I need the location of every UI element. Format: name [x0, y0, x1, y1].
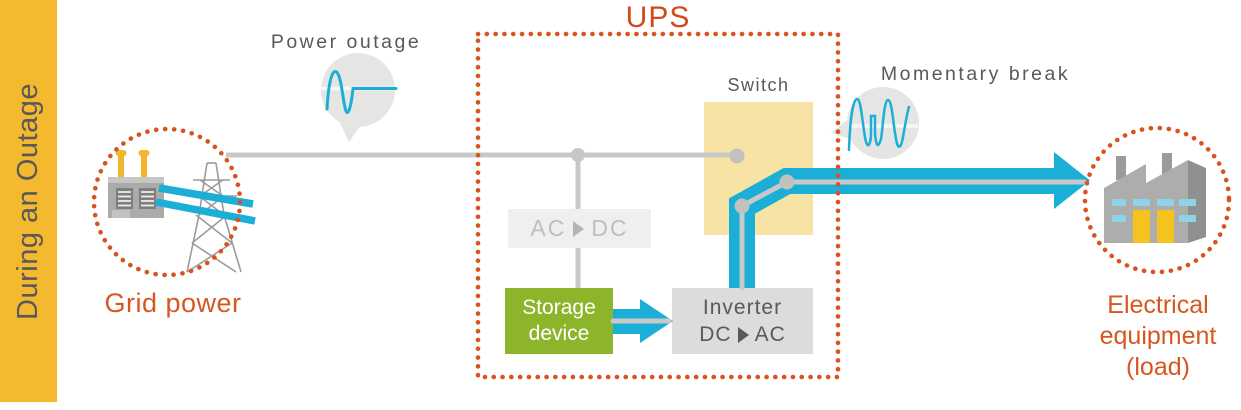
momentary-break-bubble [831, 87, 919, 159]
load-line3: (load) [1126, 353, 1190, 381]
arrow-right-icon [573, 220, 585, 237]
lever-joint-dot [779, 174, 795, 190]
momentary-break-label: Momentary break [880, 63, 1071, 85]
ac-dc-converter-box: AC DC [508, 209, 651, 248]
electrical-equipment-label: Electrical equipment (load) [1058, 290, 1241, 383]
storage-device-box: Storage device [505, 288, 613, 354]
switch-lever-wire [739, 179, 1087, 291]
ac-label: AC [754, 323, 786, 346]
inverter-box: Inverter DC AC [672, 288, 813, 354]
transformer-icon [108, 150, 164, 218]
switch-label: Switch [727, 75, 790, 95]
power-outage-bubble [321, 53, 398, 142]
junction-dot [571, 148, 585, 162]
switch-open-contact-dot [729, 148, 745, 164]
dc-label: DC [591, 215, 629, 241]
outage-banner: During an Outage [0, 0, 57, 402]
grid-dotted-circle [91, 126, 243, 278]
ups-title: UPS [625, 1, 691, 34]
power-outage-label: Power outage [270, 31, 422, 53]
ac-label: AC [530, 215, 567, 241]
storage-line2: device [528, 322, 590, 345]
lever-joint-dot [734, 198, 750, 214]
load-line1: Electrical [1107, 291, 1209, 319]
factory-icon [1104, 153, 1206, 243]
load-dotted-circle [1082, 125, 1232, 275]
load-line2: equipment [1099, 322, 1217, 350]
grid-power-label: Grid power [104, 288, 242, 318]
break-waveform-icon [847, 97, 911, 152]
inverter-title: Inverter [702, 296, 783, 319]
arrow-right-icon [737, 326, 749, 343]
outage-waveform-icon [325, 70, 398, 114]
dc-label: DC [699, 323, 732, 346]
storage-line1: Storage [522, 296, 596, 319]
